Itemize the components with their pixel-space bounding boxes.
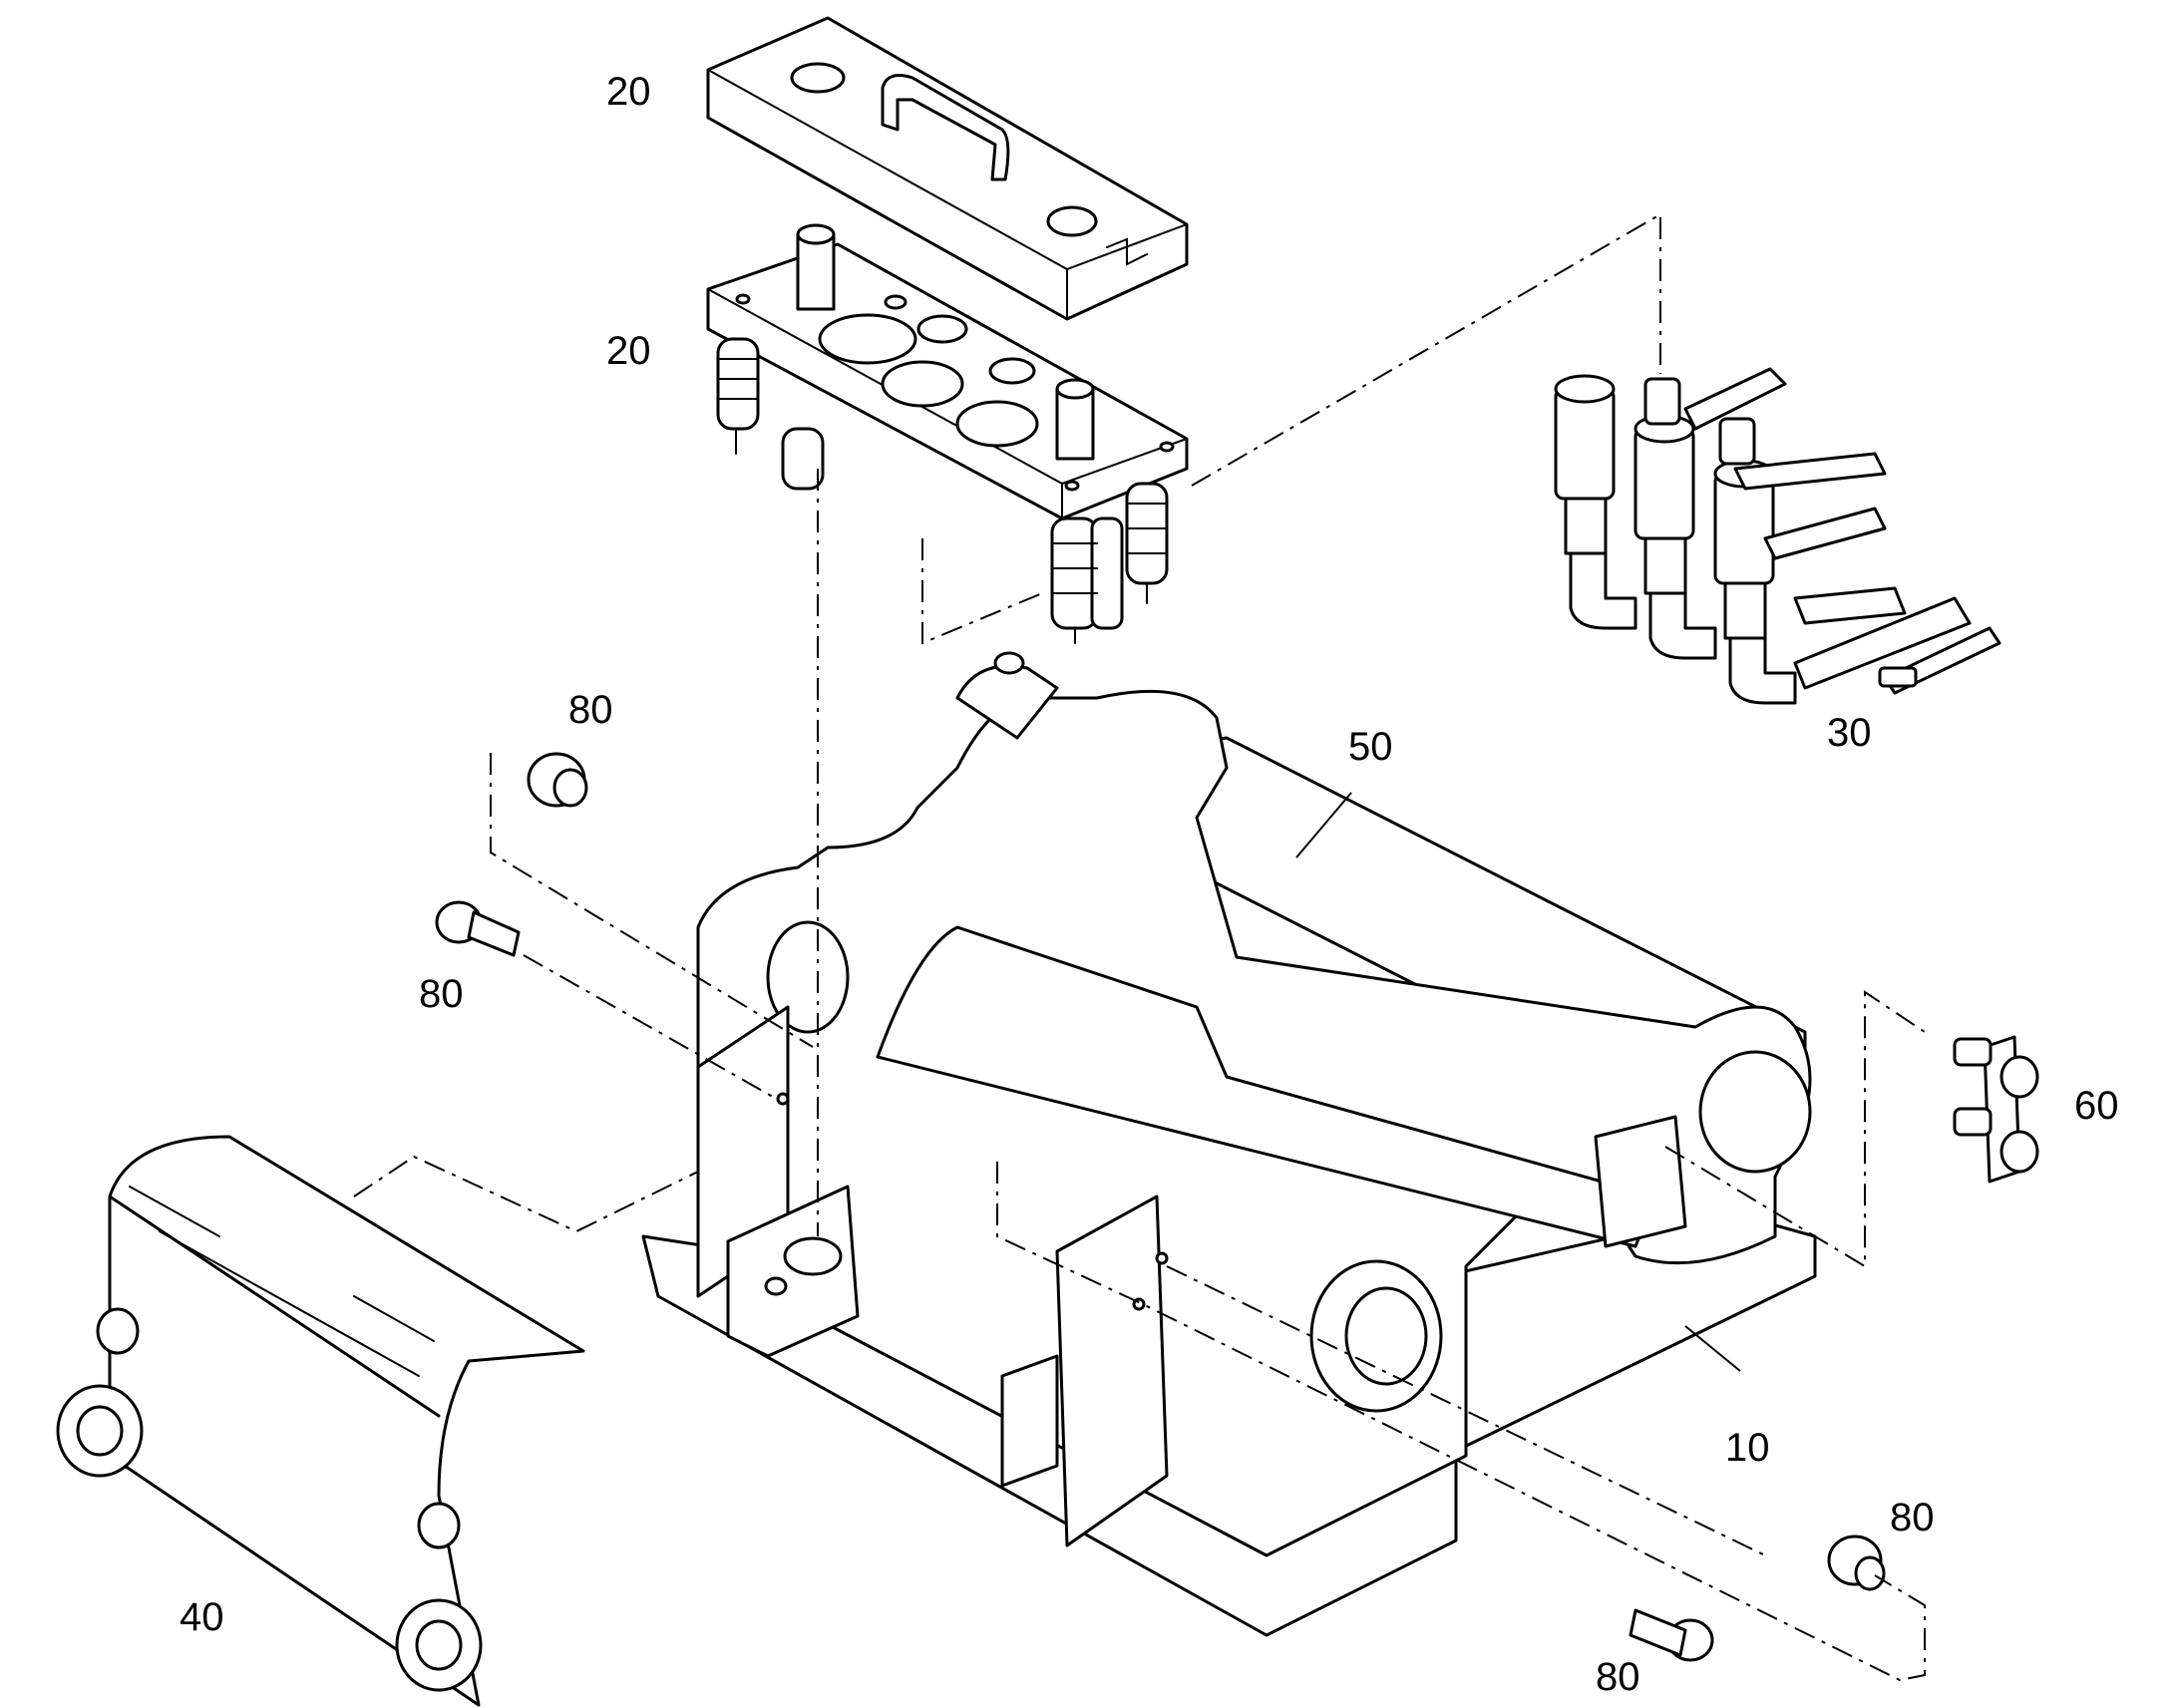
callout-50: 50 [1348,725,1393,769]
part-20-cover-plate [706,16,1189,321]
callout-30: 30 [1827,711,1872,755]
callout-60: 60 [2074,1084,2119,1128]
part-60-clamp [1953,1035,2039,1184]
callouts: 20 20 30 50 80 80 60 40 10 80 80 [180,70,2119,1699]
leader-lines [1295,792,1741,1372]
callout-40: 40 [180,1595,224,1639]
callout-80-nut-top: 80 [568,688,613,732]
part-40-guard [56,1135,585,1707]
part-20-valve-block [706,223,1189,644]
callout-20-block: 20 [606,329,651,373]
callout-80-bolt-top: 80 [419,972,464,1016]
part-30-hose-assembly [1554,367,2001,705]
callout-80-bolt-bottom: 80 [1596,1655,1640,1699]
callout-80-nut-bottom: 80 [1890,1496,1935,1539]
callout-20-cover: 20 [606,70,651,114]
part-80-hardware [435,752,1886,1662]
assembly-lines [353,212,1926,1682]
callout-10: 10 [1725,1426,1770,1470]
part-10-coupler-frame [641,651,1817,1637]
